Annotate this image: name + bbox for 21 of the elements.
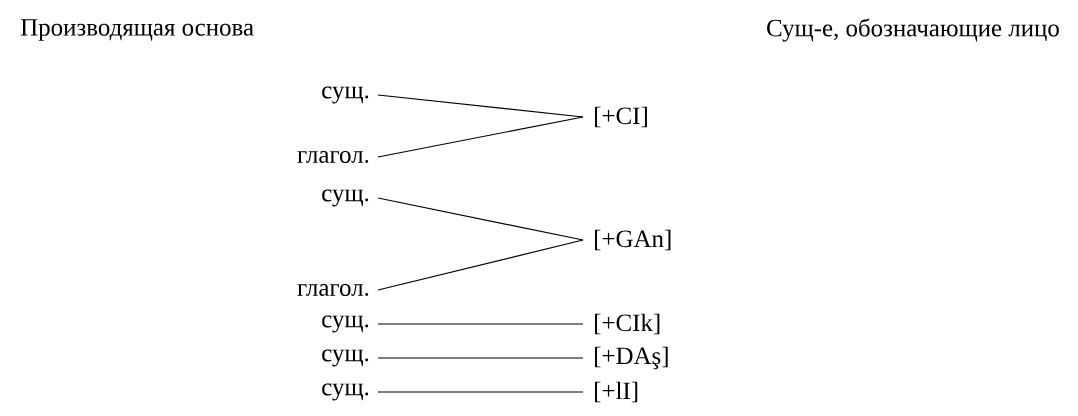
- heading: Сущ-е, обозначающие лицо: [767, 18, 1059, 42]
- stem-label: сущ.: [322, 189, 369, 207]
- suffix-label: [+GAn]: [595, 229, 671, 251]
- connector-line: [377, 239, 584, 291]
- stem-label: сущ.: [322, 315, 369, 333]
- stem-label: сущ.: [322, 86, 369, 104]
- connector-line: [377, 197, 584, 241]
- suffix-label: [+lI]: [595, 381, 638, 403]
- suffix-label: [+CIk]: [595, 313, 660, 335]
- stem-label: сущ.: [322, 383, 369, 401]
- connector-line: [377, 116, 584, 158]
- stem-label: глагол.: [297, 150, 369, 164]
- connector-line: [377, 94, 584, 118]
- connector-line: [377, 357, 584, 359]
- heading: Производящая основа: [20, 19, 254, 41]
- connector-line: [377, 391, 584, 393]
- connector-line: [377, 323, 584, 325]
- stem-label: сущ.: [322, 349, 369, 367]
- stem-label: глагол.: [297, 283, 369, 297]
- suffix-label: [+DAş]: [595, 346, 668, 370]
- suffix-label: [+CI]: [595, 106, 647, 128]
